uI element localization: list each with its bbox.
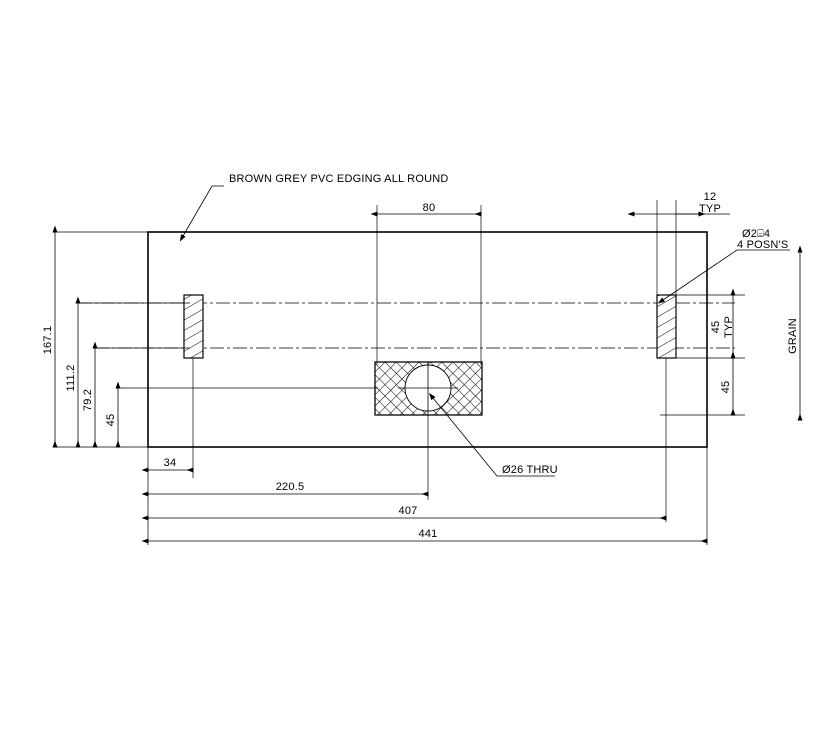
dimension-80: 80 [370, 202, 482, 217]
dim-label-407: 407 [399, 505, 418, 517]
dimension-12-typ: 12 TYP [627, 191, 730, 217]
dim-label-45-lower: 45 [720, 381, 732, 394]
dowel-slot-right [656, 294, 677, 359]
note-label-thru-hole: Ø26 THRU [502, 464, 558, 476]
dim-label-220-5: 220.5 [276, 481, 305, 493]
centerlines-group [78, 302, 735, 349]
dim-label-79-2: 79.2 [82, 389, 94, 411]
note-thru-hole: Ø26 THRU [428, 392, 558, 477]
note-label-edging: BROWN GREY PVC EDGING ALL ROUND [229, 173, 449, 185]
vertical-dimensions-right: 45 TYP 45 [710, 288, 736, 416]
dim-label-80: 80 [423, 202, 436, 214]
panel-outline [147, 231, 708, 448]
dim-label-45-left: 45 [105, 414, 117, 427]
center-bore-block [374, 361, 483, 416]
leader-thru-hole [428, 392, 555, 477]
grain-direction: GRAIN [787, 245, 803, 421]
leader-edging [179, 185, 224, 242]
grain-label: GRAIN [787, 318, 799, 354]
dim-label-111-2: 111.2 [65, 365, 77, 392]
note-label-dowel-posns: 4 POSN'S [737, 239, 788, 251]
panel-outline-group [147, 231, 708, 448]
note-dowel: Ø2⌸4 4 POSN'S [657, 228, 790, 304]
vertical-dimensions-left: 167.1 111.2 79.2 45 [42, 225, 121, 448]
horizontal-dimensions-bottom: 34 220.5 407 441 [141, 457, 708, 544]
dim-label-45-typ-suffix: TYP [723, 316, 735, 338]
dim-label-45-typ: 45 [710, 321, 722, 334]
dowel-slot-left [183, 294, 204, 359]
leader-dowel [657, 249, 790, 304]
note-edging: BROWN GREY PVC EDGING ALL ROUND [179, 173, 449, 242]
dim-label-34: 34 [164, 457, 177, 469]
dim-label-441: 441 [419, 528, 438, 540]
dim-label-12: 12 [704, 191, 717, 203]
dim-label-12-typ: TYP [699, 203, 721, 215]
note-label-dowel-spec: Ø2⌸4 [742, 228, 770, 240]
dim-label-167-1: 167.1 [42, 326, 54, 355]
extension-lines-group [55, 200, 745, 545]
